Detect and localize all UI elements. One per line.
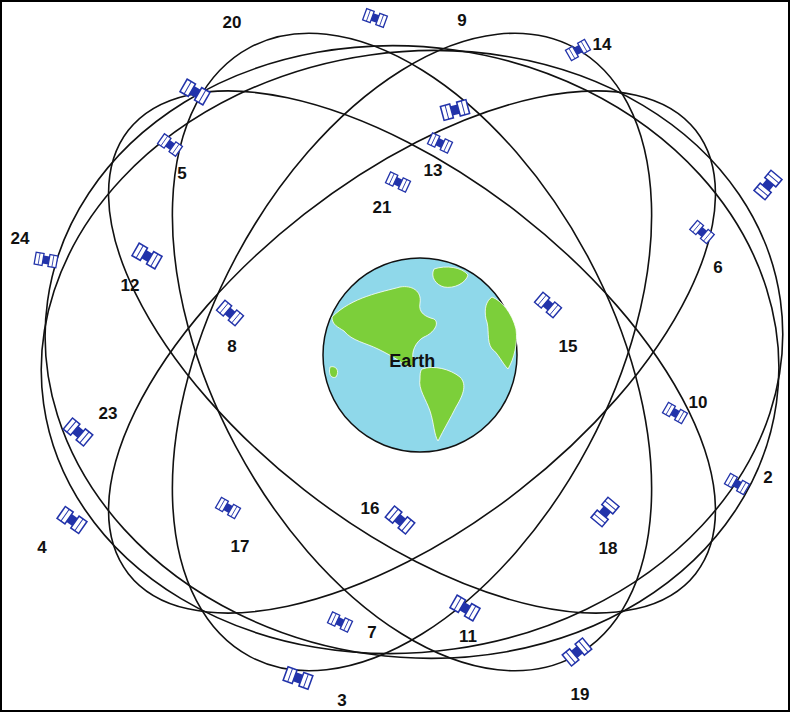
- satellite-number: 18: [599, 540, 618, 557]
- satellite-number: 2: [763, 469, 772, 486]
- satellite-number: 11: [459, 628, 477, 645]
- earth-globe: Earth: [322, 257, 518, 453]
- satellite-number: 21: [373, 199, 392, 216]
- satellite-number: 13: [424, 162, 443, 179]
- earth-circle: [323, 258, 517, 452]
- satellite-number: 8: [227, 338, 236, 355]
- satellite-number: 20: [223, 14, 242, 31]
- satellite-number: 4: [37, 539, 46, 556]
- earth-label: Earth: [389, 350, 435, 371]
- satellite-number: 12: [121, 277, 140, 294]
- satellite-number: 6: [713, 259, 722, 276]
- satellite-number: 24: [11, 230, 30, 247]
- satellite-number: 16: [361, 500, 380, 517]
- satellite-number: 17: [231, 538, 250, 555]
- satellite-number: 7: [367, 624, 376, 641]
- satellite-number: 10: [689, 394, 708, 411]
- satellite-number: 14: [593, 36, 612, 53]
- satellite-number: 23: [99, 405, 118, 422]
- satellite-number: 5: [177, 165, 186, 182]
- satellite-number: 9: [457, 12, 466, 29]
- satellite-number: 3: [337, 692, 346, 709]
- satellite-number: 19: [571, 686, 590, 703]
- continents: [329, 267, 516, 441]
- satellite-number: 15: [559, 338, 578, 355]
